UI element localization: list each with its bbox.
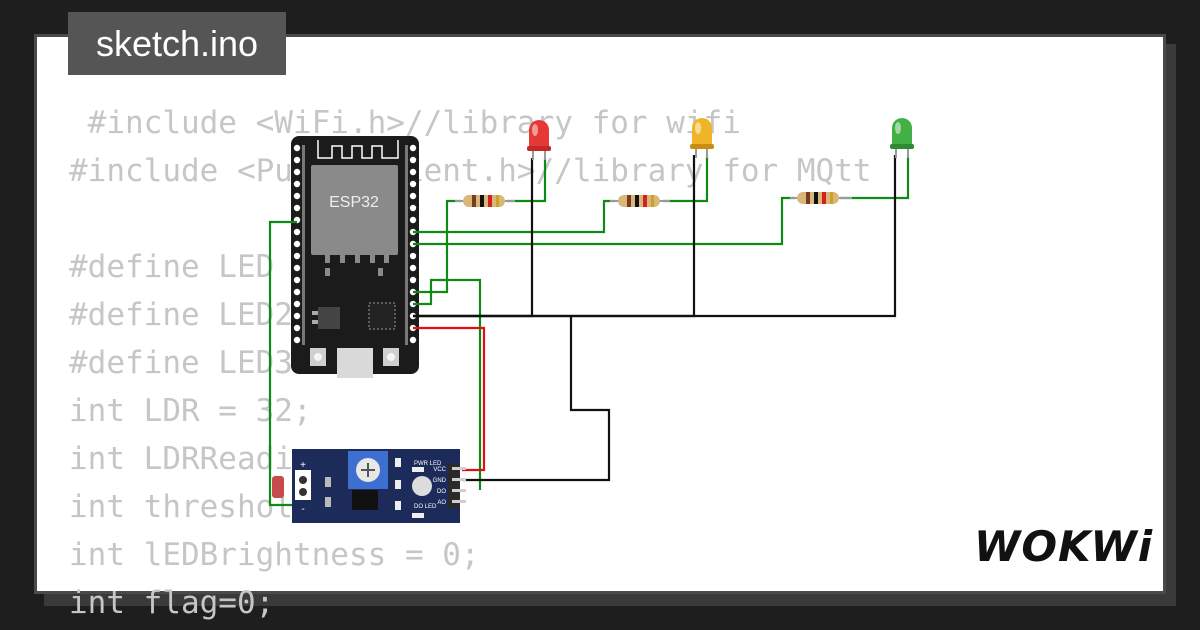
- gnd-label: GND: [433, 478, 447, 484]
- code-line: #define LED3: [69, 345, 293, 381]
- led-green[interactable]: [890, 118, 914, 158]
- minus-label: -: [301, 504, 304, 515]
- code-line: #define LED: [69, 249, 275, 285]
- led-yellow[interactable]: [690, 118, 714, 158]
- resistor-2[interactable]: [610, 195, 670, 207]
- led-red[interactable]: [527, 120, 551, 160]
- ldr-sensor-module[interactable]: + - PWR LED DO LED VCC GND DO AO: [272, 449, 466, 523]
- code-line: int LDR = 32;: [69, 393, 312, 429]
- plus-label: +: [300, 460, 306, 471]
- code-line: #include <WiFi.h>//library for wifi: [69, 105, 741, 141]
- esp32-board[interactable]: ESP32: [291, 136, 419, 378]
- resistor-1[interactable]: [455, 195, 515, 207]
- ao-label: AO: [437, 500, 446, 506]
- wokwi-logo: WOKWi: [974, 522, 1154, 571]
- do-label: DO: [437, 489, 446, 495]
- code-line: int flag=0;: [69, 585, 275, 621]
- left-pins: [293, 144, 301, 344]
- pwr-led-label: PWR LED: [414, 461, 442, 467]
- code-line: int lEDBrightness = 0;: [69, 537, 480, 573]
- do-led-label: DO LED: [414, 504, 437, 510]
- resistor-3[interactable]: [790, 192, 852, 204]
- board-label: ESP32: [329, 194, 379, 211]
- sketch-tab[interactable]: sketch.ino: [68, 12, 286, 75]
- vcc-label: VCC: [433, 467, 446, 473]
- code-line: #define LED2: [69, 297, 293, 333]
